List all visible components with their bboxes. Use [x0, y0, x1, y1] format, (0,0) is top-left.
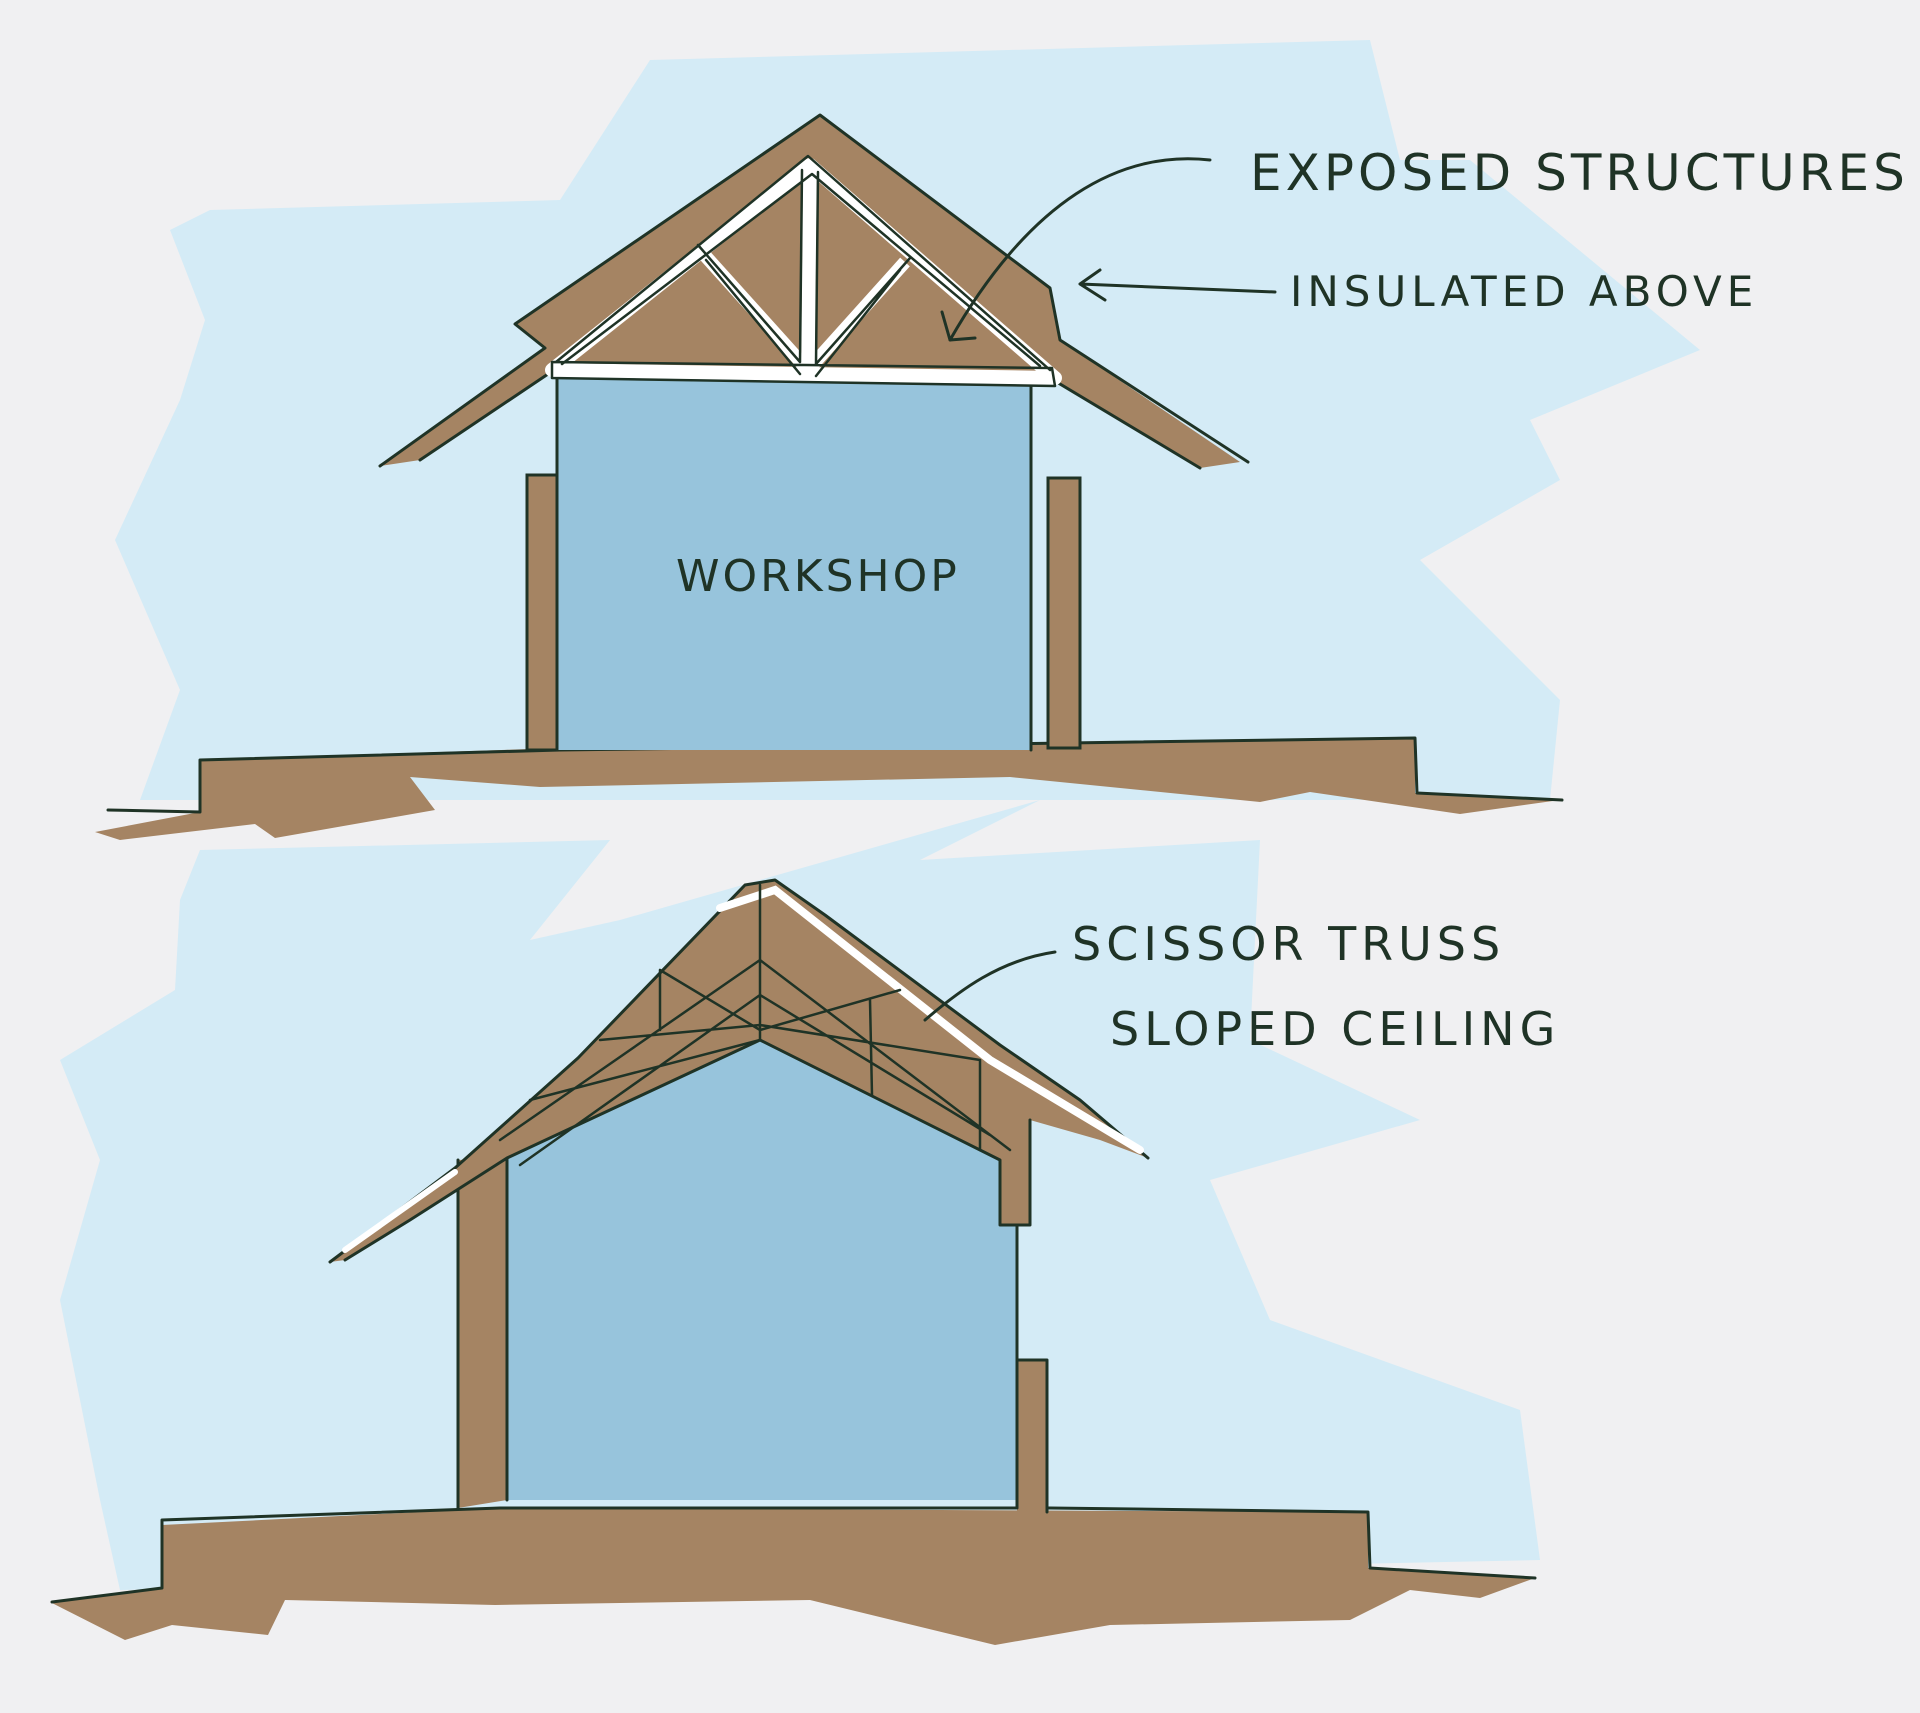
annotation-insulated-above: INSULATED ABOVE [1290, 267, 1758, 316]
section-b: SCISSOR TRUSS SLOPED CEILING [50, 800, 1560, 1645]
roof-outline-a [378, 113, 1250, 470]
ground-b [50, 1508, 1535, 1645]
wall-outline-a [525, 376, 1082, 752]
annotation-sloped-ceiling: SLOPED CEILING [1110, 1002, 1560, 1056]
ground-a [95, 738, 1560, 840]
annotation-exposed-structures: EXPOSED STRUCTURES [1250, 144, 1909, 202]
section-a: WORKSHOP EXPOSED STRUCTURES INSULATED AB… [95, 40, 1909, 840]
workshop-interior [558, 378, 1031, 750]
loft-interior [507, 1038, 1017, 1500]
roof-outline-b [328, 878, 1150, 1264]
room-label-workshop: WORKSHOP [676, 551, 960, 602]
wall-outline-b [456, 1156, 1049, 1514]
scissor-truss-members [498, 883, 1012, 1167]
exposed-truss [545, 154, 1062, 388]
leader-insulated [1078, 268, 1277, 302]
wall-right-a [1046, 476, 1082, 750]
wall-left-a [525, 473, 559, 752]
roof-b [330, 880, 1148, 1262]
annotation-scissor-truss: SCISSOR TRUSS [1072, 917, 1505, 971]
leader-scissor-truss [923, 950, 1057, 1022]
leader-exposed [940, 157, 1212, 342]
ground-line-b [50, 1506, 1537, 1604]
